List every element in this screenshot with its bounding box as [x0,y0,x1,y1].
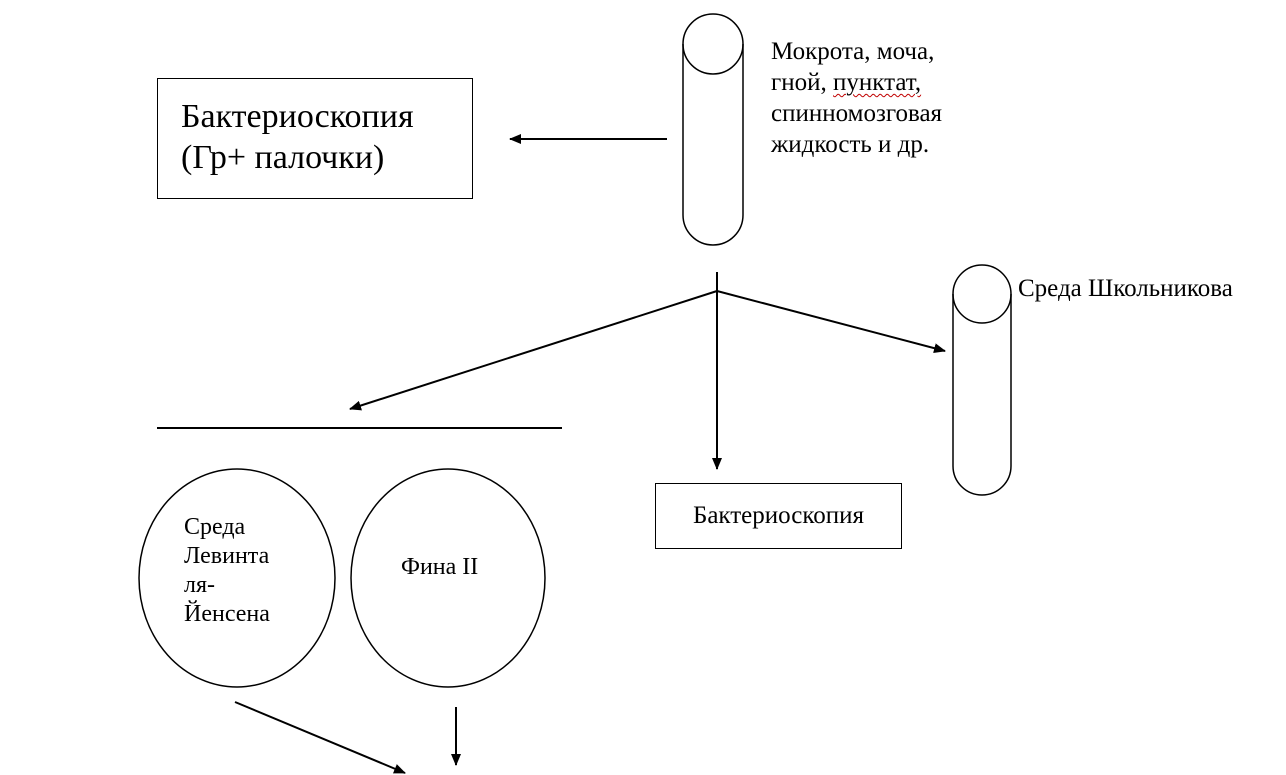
microscopy-box-main: Бактериоскопия (Гр+ палочки) [157,78,473,199]
arrow-to-plates [349,290,718,411]
specimen-test-tube-icon [682,13,744,246]
medium-label: Среда Школьникова [1018,275,1233,302]
petri-dish-right [350,468,546,688]
arrow-from-left-dish [234,701,406,774]
dish-right-label: Фина II [401,554,479,580]
specimen-line-2b: пунктат, [833,69,922,96]
specimen-line-3: спинномозговая [771,100,943,127]
microscopy-subtitle: (Гр+ палочки) [181,139,385,177]
microscopy-title: Бактериоскопия [181,98,414,135]
specimen-line-2a: гной, [771,69,834,96]
arrow-to-medium-tube [716,290,946,354]
dish-left-line-1: Среда [184,514,246,540]
specimen-line-1: Мокрота, моча, [771,38,935,65]
specimen-line-2: гной, пунктат, [771,67,942,98]
petri-dish-left [138,468,336,688]
dish-left-line-4: Йенсена [184,601,270,627]
dish-left-line-3: ля- [184,572,216,598]
dish-left-label: Среда Левинта ля- Йенсена [184,513,270,629]
medium-test-tube-icon [952,264,1012,496]
microscopy-second-label: Бактериоскопия [692,502,865,529]
microscopy-box-second: Бактериоскопия [655,483,902,549]
specimen-line-4: жидкость и др. [771,131,930,158]
specimen-label: Мокрота, моча, гной, пунктат, спинномозг… [771,36,942,160]
dish-left-line-2: Левинта [184,543,270,569]
